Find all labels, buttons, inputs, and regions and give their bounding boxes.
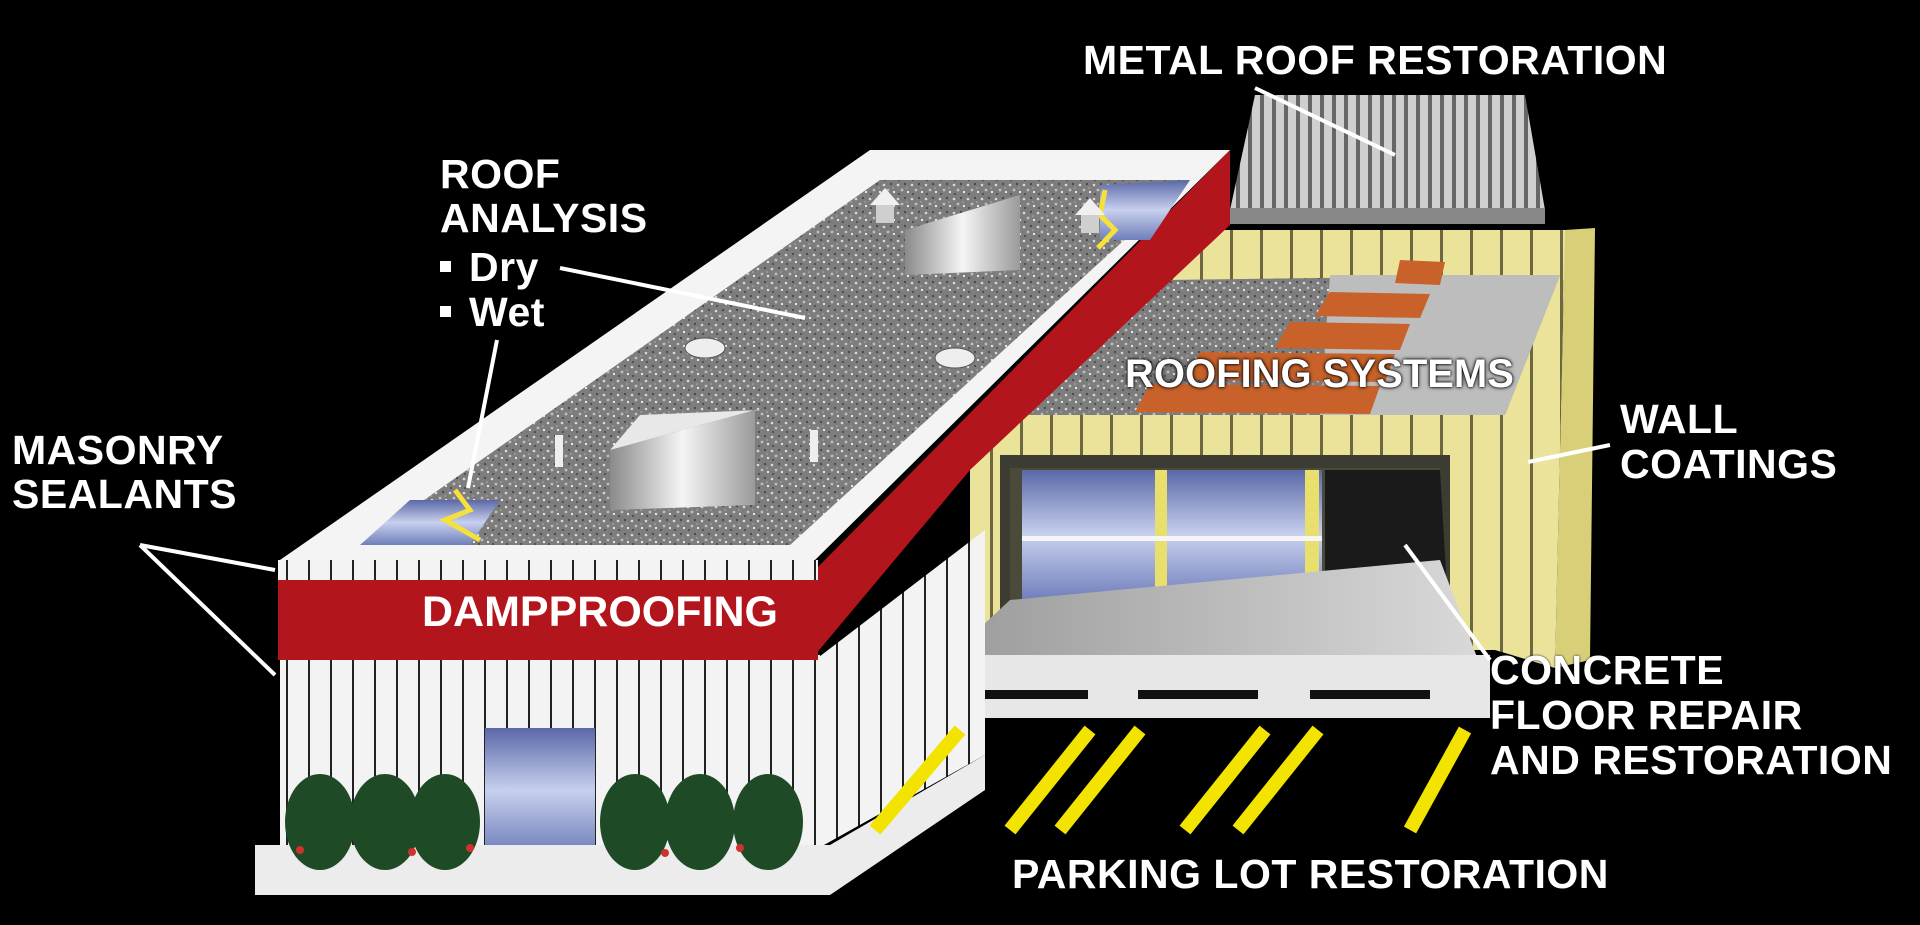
concrete-label-line3: AND RESTORATION [1490, 737, 1893, 783]
roof-vent-icon [870, 188, 1105, 233]
roof-boards [1135, 260, 1445, 414]
masonry-label-line2: SEALANTS [12, 471, 237, 517]
bullet-icon [440, 305, 451, 317]
roof-analysis-label-line1: ROOF [440, 151, 561, 197]
leader-lines [138, 86, 1611, 677]
metal-roof [1230, 95, 1545, 224]
main-building [255, 150, 1230, 895]
wall-coatings-label-line2: COATINGS [1620, 441, 1838, 487]
concrete-label-line1: CONCRETE [1490, 647, 1725, 693]
annex-building [940, 228, 1595, 718]
wall-coatings-label-line1: WALL [1620, 396, 1739, 442]
parking-lot-label: PARKING LOT RESTORATION [1012, 851, 1609, 897]
roof-analysis-wet: Wet [440, 290, 545, 334]
dampproofing-label: DAMPPROOFING [422, 588, 778, 636]
roof-drain-icon [684, 337, 976, 369]
roofing-systems-label: ROOFING SYSTEMS [1125, 352, 1514, 396]
parking-stripes [869, 725, 1472, 835]
shrub-icon [285, 774, 803, 870]
roof-analysis-label-line2: ANALYSIS [440, 195, 648, 241]
masonry-label-line1: MASONRY [12, 427, 224, 473]
bullet-icon [440, 260, 451, 272]
concrete-label-line2: FLOOR REPAIR [1490, 692, 1803, 738]
wet-label: Wet [469, 289, 545, 335]
dry-label: Dry [469, 244, 539, 290]
metal-roof-label: METAL ROOF RESTORATION [1083, 37, 1668, 83]
roof-analysis-dry: Dry [440, 245, 539, 289]
